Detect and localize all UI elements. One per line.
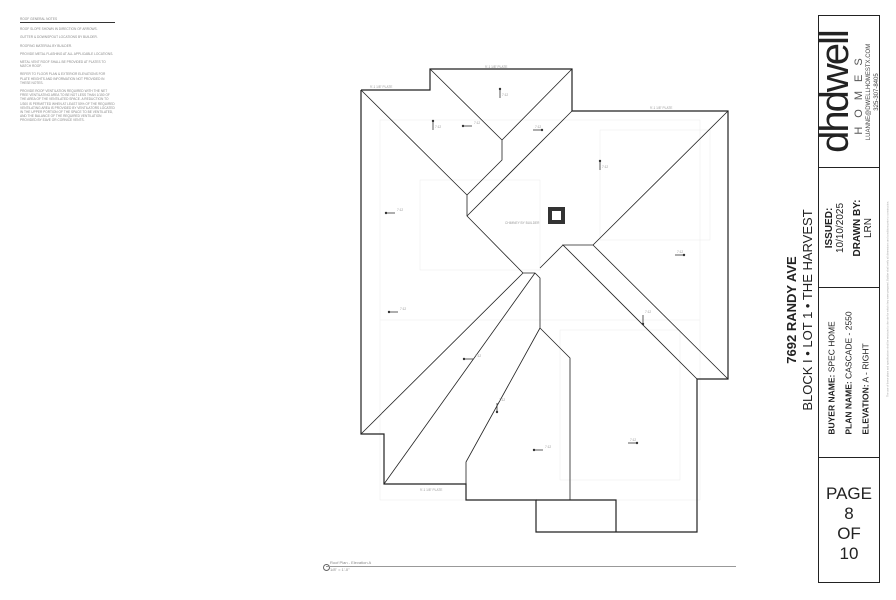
arrow-head-icon [540,128,544,132]
arrow-head-icon [462,357,466,361]
plan-name: PLAN NAME: CASCADE - 2550 [843,311,854,435]
arrow-head-icon [387,310,391,314]
arrow-head-icon [384,211,388,215]
arrow-head-icon [495,410,499,414]
chimney [548,207,565,224]
issued-section: ISSUED: 10/10/2025 DRAWN BY: LRN [819,168,879,288]
slope-label: 7:12 [645,310,651,314]
note-item: ROOFING MATERIAL BY BUILDER. [20,43,73,48]
slope-arrows: 7:12 7:12 7:12 7:12 7:12 7:12 7:12 7:12 7:12 7:12… [384,87,686,452]
caption-underline [326,566,736,567]
brand-sub: HOMES [853,48,865,135]
caption-title: Roof Plan - Elevation A [330,560,372,565]
plan-caption: Roof Plan - Elevation A 1/8" = 1'-0" [330,561,371,572]
page-section: PAGE 8 OF 10 [819,458,879,582]
note-item: GUTTER & DOWNSPOUT LOCATIONS BY BUILDER. [20,35,98,40]
address: 7692 RANDY AVE [784,256,799,364]
issued-label: ISSUED: [824,207,835,248]
logo-section: dhdwell HOMES LUANNE@DWELLHOMESTX.COM 32… [813,16,880,168]
page-label: PAGE [826,484,872,503]
caption-scale: 1/8" = 1'-0" [330,567,350,572]
slope-label: 7:12 [435,125,441,129]
buyer-section: BUYER NAME: SPEC HOME PLAN NAME: CASCADE… [819,288,879,458]
section-marker-icon [323,564,330,571]
disclaimer-text: The use of these plans and specification… [886,200,890,398]
slope-label: 7:12 [535,125,541,129]
note-item: REFER TO FLOOR PLAN & EXTERIOR ELEVATION… [20,72,106,85]
arrow-head-icon [641,322,645,326]
plate-label: 9'-1 1/8" PLATE [485,65,507,69]
note-item: ROOF SLOPE SHOWN IN DIRECTION OF ARROWS. [20,27,98,32]
chimney-note: CHIMNEY BY BUILDER [505,221,540,225]
issued-date: 10/10/2025 [835,202,846,253]
slope-label: 7:12 [397,208,403,212]
drawn-by: LRN [863,217,874,238]
of-label: OF [837,524,861,543]
note-item: PROVIDE ROOF VENTILATION REQUIRED WITH T… [20,89,115,123]
brand-logo: dhdwell [813,30,857,153]
slope-label: 7:12 [400,307,406,311]
slope-label: 7:12 [499,398,505,402]
drawn-by-label: DRAWN BY: [852,198,863,257]
lot-line: BLOCK I • LOT 1 • THE HARVEST [800,209,815,411]
elevation: ELEVATION: A - RIGHT [860,343,871,435]
porch-roof [536,499,617,532]
roof-hips-ridges [360,68,729,500]
arrow-head-icon [532,448,536,452]
arrow-head-icon [682,253,686,257]
arrow-head-icon [498,87,502,91]
roof-outline [360,68,729,533]
spacer-section [819,288,879,458]
plate-label: 9'-1 1/8" PLATE [370,85,392,89]
plate-label: 9'-1 1/8" PLATE [650,106,672,110]
slope-label: 7:12 [630,438,636,442]
note-item: METAL VENT ROOF SHALL BE PROVIDED AT PLA… [20,60,106,69]
buyer-name: BUYER NAME: SPEC HOME [826,321,837,435]
email: LUANNE@DWELLHOMESTX.COM [866,43,872,140]
arrow-head-icon [598,159,602,163]
slope-label: 7:12 [677,250,683,254]
title-block: dhdwell HOMES LUANNE@DWELLHOMESTX.COM 32… [813,15,880,583]
note-item: PROVIDE METAL FLASHING AT ALL APPLICABLE… [20,51,114,56]
roof-general-notes: ROOF GENERAL NOTES ROOF SLOPE SHOWN IN D… [20,17,115,127]
plate-label: 9'-1 1/8" PLATE [420,488,442,492]
slope-label: 7:12 [545,445,551,449]
page-total: 10 [839,544,859,563]
page-number: 8 [844,504,854,523]
floor-plan-underlay [379,119,711,501]
slope-label: 7:12 [474,121,480,125]
notes-title: ROOF GENERAL NOTES [20,17,115,24]
slope-label: 7:12 [602,165,608,169]
phone: 325-307-8405 [874,72,880,111]
disclaimer: The use of these plans and specification… [884,15,892,583]
slope-label: 7:12 [502,93,508,97]
arrow-head-icon [461,124,465,128]
arrow-head-icon [635,441,639,445]
arrow-head-icon [431,119,435,123]
slope-label: 7:12 [475,354,481,358]
